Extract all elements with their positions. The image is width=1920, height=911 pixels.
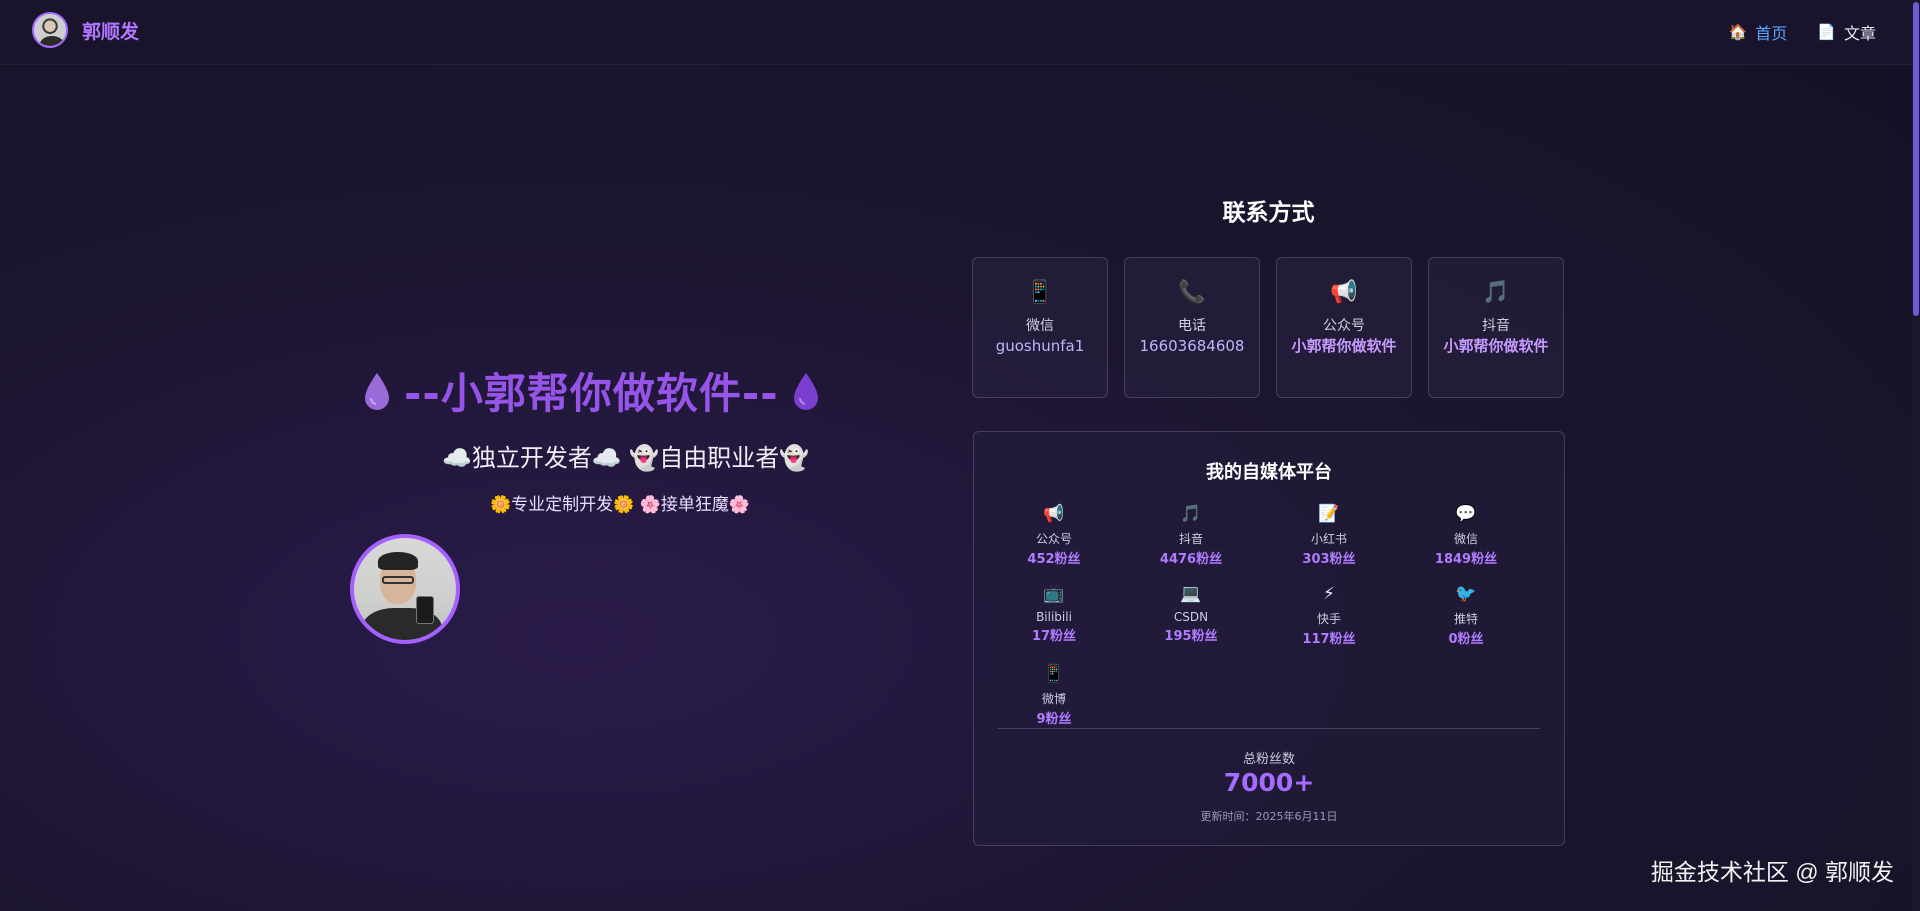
platform-fans: 195粉丝 [1164, 629, 1218, 644]
nav-item-label: 首页 [1755, 24, 1788, 43]
brand-name: 郭顺发 [82, 20, 140, 43]
platform-name: CSDN [1173, 610, 1209, 624]
contact-card-phone[interactable]: 📞 电话 16603684608 [1124, 257, 1260, 398]
contact-card-official-account[interactable]: 📢 公众号 小郭帮你做软件 [1276, 257, 1412, 398]
hero-title: --小郭帮你做软件-- [404, 369, 779, 418]
platform-fans: 303粉丝 [1302, 552, 1356, 567]
platform-item-official-account[interactable]: 📢 公众号 452粉丝 [994, 504, 1114, 567]
platform-fans: 452粉丝 [1027, 552, 1081, 567]
platform-name: Bilibili [1036, 610, 1072, 624]
scrollbar-thumb[interactable] [1913, 2, 1919, 316]
platform-name: 小红书 [1310, 532, 1347, 546]
platform-name: 微信 [1453, 532, 1478, 546]
laptop-icon: 💻 [1180, 584, 1202, 604]
platform-name: 微博 [1041, 692, 1066, 706]
contact-title: 联系方式 [1222, 200, 1315, 226]
total-fans-value: 7000+ [1223, 768, 1315, 797]
main-nav: 🏠 首页 📄 文章 [1729, 20, 1876, 44]
home-icon: 🏠 [1728, 23, 1748, 41]
contact-value: guoshunfa1 [995, 337, 1085, 355]
platform-item-csdn[interactable]: 💻 CSDN 195粉丝 [1131, 584, 1251, 644]
page-scrollbar[interactable] [1912, 0, 1920, 911]
platform-name: 抖音 [1178, 532, 1203, 546]
total-fans-label: 总粉丝数 [1242, 752, 1295, 767]
memo-icon: 📝 [1318, 504, 1340, 524]
contact-label: 抖音 [1482, 318, 1510, 334]
platform-item-kuaishou[interactable]: ⚡ 快手 117粉丝 [1269, 584, 1389, 647]
divider [998, 728, 1540, 729]
media-platforms-panel: 我的自媒体平台 📢 公众号 452粉丝 🎵 抖音 4476粉丝 📝 小红书 30… [973, 431, 1565, 846]
watermark: 掘金技术社区 @ 郭顺发 [1650, 859, 1894, 885]
platform-item-xiaohongshu[interactable]: 📝 小红书 303粉丝 [1269, 504, 1389, 567]
platform-fans: 17粉丝 [1031, 629, 1077, 644]
media-title: 我的自媒体平台 [1206, 462, 1332, 483]
megaphone-icon: 📢 [1330, 280, 1358, 305]
platform-item-twitter[interactable]: 🐦 推特 0粉丝 [1406, 584, 1526, 647]
phone-icon: 📱 [1026, 280, 1054, 305]
platform-fans: 0粉丝 [1448, 632, 1484, 647]
platform-item-douyin[interactable]: 🎵 抖音 4476粉丝 [1131, 504, 1251, 567]
nav-item-label: 文章 [1843, 24, 1876, 43]
contact-value: 小郭帮你做软件 [1291, 337, 1397, 355]
contact-value: 小郭帮你做软件 [1443, 337, 1549, 355]
platform-name: 公众号 [1035, 532, 1072, 546]
lightning-icon: ⚡ [1323, 584, 1335, 604]
phone-icon: 📱 [1043, 664, 1065, 684]
megaphone-icon: 📢 [1043, 504, 1065, 524]
contact-value: 16603684608 [1139, 337, 1245, 355]
contact-label: 微信 [1026, 318, 1054, 334]
contact-card-wechat[interactable]: 📱 微信 guoshunfa1 [972, 257, 1108, 398]
platform-item-bilibili[interactable]: 📺 Bilibili 17粉丝 [994, 584, 1114, 644]
hero-subtitle: ☁️独立开发者☁️ 👻自由职业者👻 [442, 444, 810, 472]
avatar [32, 12, 68, 48]
tv-icon: 📺 [1043, 584, 1065, 604]
platform-item-wechat[interactable]: 💬 微信 1849粉丝 [1406, 504, 1526, 567]
profile-photo [350, 534, 460, 644]
platform-fans: 1849粉丝 [1434, 552, 1498, 567]
droplet-icon [362, 371, 392, 411]
nav-item-home[interactable]: 🏠 首页 [1729, 20, 1788, 44]
telephone-icon: 📞 [1178, 280, 1206, 305]
music-note-icon: 🎵 [1180, 504, 1202, 524]
platform-name: 快手 [1316, 612, 1341, 626]
top-navbar: 郭顺发 🏠 首页 📄 文章 [0, 0, 1912, 65]
document-icon: 📄 [1817, 23, 1836, 41]
contact-label: 电话 [1178, 318, 1206, 334]
platform-fans: 4476粉丝 [1159, 552, 1223, 567]
speech-bubble-icon: 💬 [1455, 504, 1477, 524]
hero-tags: 🌼专业定制开发🌼 🌸接单狂魔🌸 [490, 495, 751, 515]
music-note-icon: 🎵 [1482, 280, 1510, 305]
bird-icon: 🐦 [1455, 584, 1477, 604]
platform-fans: 117粉丝 [1302, 632, 1356, 647]
nav-item-articles[interactable]: 📄 文章 [1817, 20, 1876, 44]
brand[interactable]: 郭顺发 [32, 12, 139, 48]
platform-fans: 9粉丝 [1036, 712, 1072, 727]
platform-name: 推特 [1453, 612, 1478, 626]
hero-title-row: --小郭帮你做软件-- [362, 360, 821, 421]
platform-item-weibo[interactable]: 📱 微博 9粉丝 [994, 664, 1114, 727]
update-time: 更新时间：2025年6月11日 [1200, 810, 1338, 823]
contact-label: 公众号 [1323, 318, 1365, 334]
contact-card-douyin[interactable]: 🎵 抖音 小郭帮你做软件 [1428, 257, 1564, 398]
droplet-icon [791, 371, 821, 411]
